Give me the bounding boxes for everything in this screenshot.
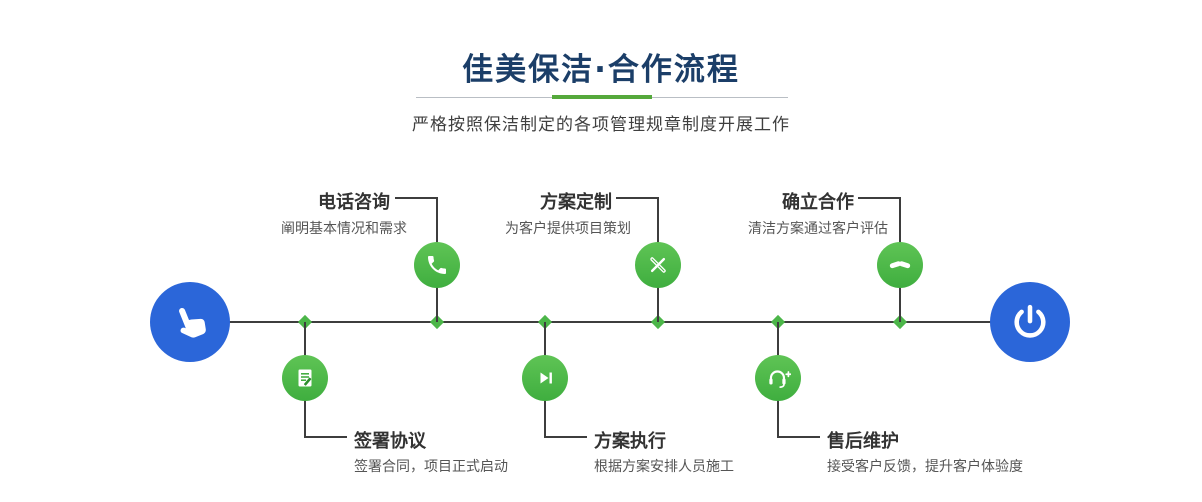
step-node-after-sales [755, 355, 801, 401]
step-node-plan-custom [635, 242, 681, 288]
phone-icon [428, 256, 446, 274]
power-icon [1014, 304, 1046, 338]
page-title: 佳美保洁·合作流程 [462, 52, 740, 88]
step-desc-phone-consult: 阐明基本情况和需求 [281, 221, 407, 237]
step-title-sign-agreement: 签署协议 [354, 431, 426, 452]
timeline-end-node [990, 282, 1070, 362]
step-node-sign-agreement [282, 355, 328, 401]
step-node-establish-coop [877, 242, 923, 288]
timeline-start-node [150, 282, 230, 362]
execute-icon [540, 372, 552, 384]
connector-line [778, 436, 820, 438]
step-title-plan-custom: 方案定制 [540, 192, 612, 213]
connector-line [395, 197, 437, 199]
connector-line [616, 197, 658, 199]
step-title-phone-consult: 电话咨询 [318, 192, 390, 213]
step-node-plan-execute [522, 355, 568, 401]
step-desc-plan-custom: 为客户提供项目策划 [505, 221, 631, 237]
page-subtitle: 严格按照保洁制定的各项管理规章制度开展工作 [412, 115, 790, 135]
hand-pointer-icon [179, 308, 206, 338]
timeline-line [190, 321, 1030, 323]
step-node-phone-consult [414, 242, 460, 288]
step-desc-sign-agreement: 签署合同，项目正式启动 [354, 459, 508, 475]
connector-line [858, 197, 900, 199]
connector-line [545, 436, 587, 438]
step-title-after-sales: 售后维护 [827, 431, 899, 452]
step-title-establish-coop: 确立合作 [782, 192, 854, 213]
connector-line [305, 436, 347, 438]
title-divider [416, 95, 788, 99]
support-icon [769, 370, 791, 388]
step-title-plan-execute: 方案执行 [594, 431, 666, 452]
step-desc-establish-coop: 清洁方案通过客户评估 [748, 221, 888, 237]
handshake-icon [889, 261, 911, 269]
step-desc-after-sales: 接受客户反馈，提升客户体验度 [827, 459, 1023, 475]
design-icon [650, 257, 666, 273]
divider-accent [552, 95, 652, 99]
contract-icon [298, 369, 312, 387]
step-desc-plan-execute: 根据方案安排人员施工 [594, 459, 734, 475]
